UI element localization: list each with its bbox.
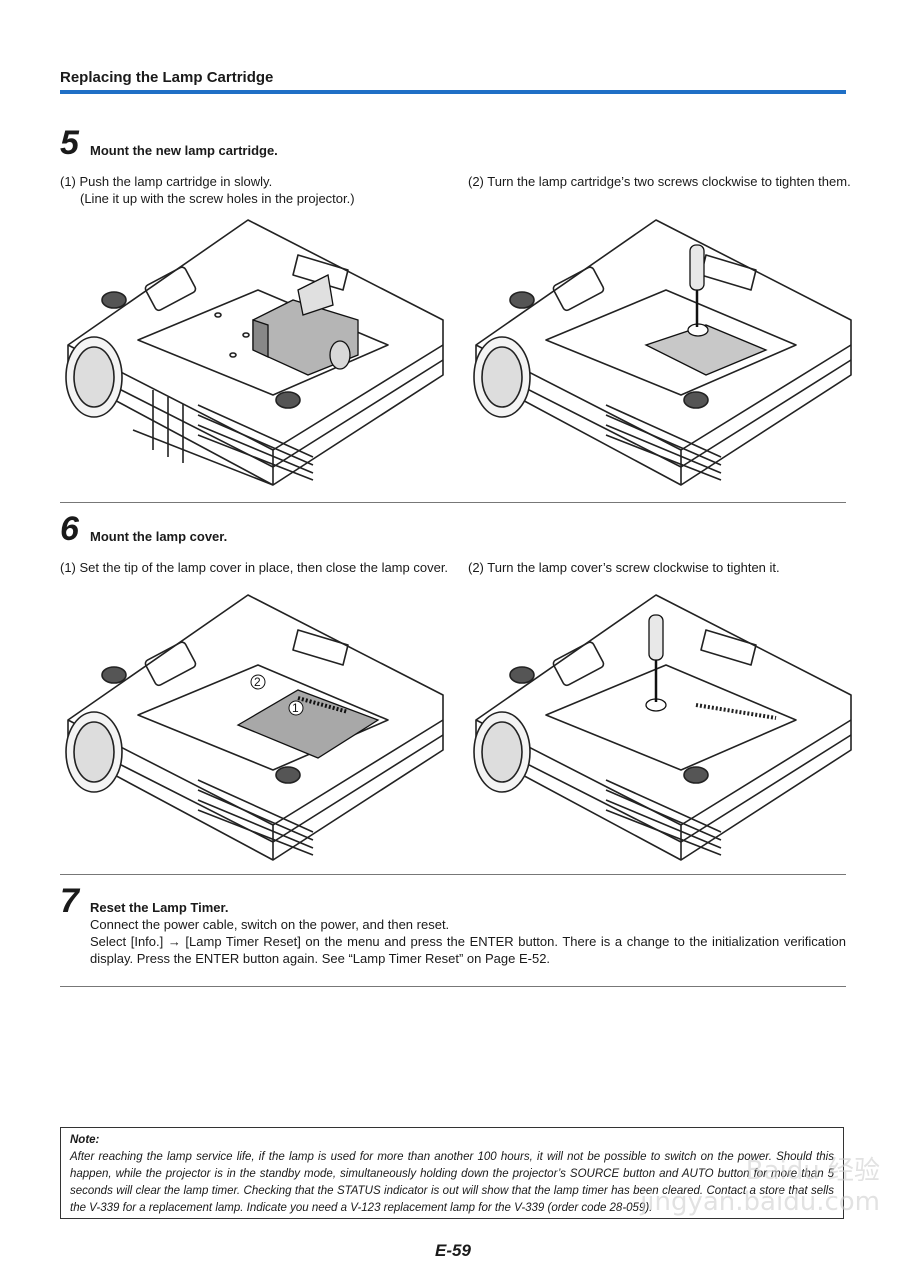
step-6-right-instruction: (2) Turn the lamp cover’s screw clockwis… xyxy=(468,560,780,575)
projector-cartridge-insert-illustration xyxy=(65,219,444,486)
step-6-left-instruction: (1) Set the tip of the lamp cover in pla… xyxy=(60,560,449,575)
page-number: E-59 xyxy=(435,1241,471,1260)
callout-2: 2 xyxy=(254,675,261,689)
note-text: After reaching the lamp service life, if… xyxy=(70,1151,834,1214)
watermark: Baidu 经验 jingyan.baidu.com xyxy=(640,1156,880,1217)
step-7-number: 7 xyxy=(60,882,79,920)
page-header-title: Replacing the Lamp Cartridge xyxy=(60,69,274,86)
projector-cartridge-screw-illustration xyxy=(473,219,852,486)
section-divider xyxy=(60,874,846,875)
step-7-title: Reset the Lamp Timer. xyxy=(90,900,229,915)
step-6-number: 6 xyxy=(60,510,79,548)
section-divider xyxy=(60,502,846,503)
step-6-title: Mount the lamp cover. xyxy=(90,529,228,544)
header-rule xyxy=(60,90,846,94)
step-5-number: 5 xyxy=(60,124,79,162)
step-5-title: Mount the new lamp cartridge. xyxy=(90,143,278,158)
step-5-left-line1: (1) Push the lamp cartridge in slowly. xyxy=(60,174,273,189)
note-label: Note: xyxy=(70,1134,100,1146)
projector-cover-screw-illustration xyxy=(473,594,852,861)
step-5-left-instruction: (1) Push the lamp cartridge in slowly. (… xyxy=(60,173,450,207)
step-5-left-line2: (Line it up with the screw holes in the … xyxy=(80,191,355,206)
step-7-body: Connect the power cable, switch on the p… xyxy=(90,916,846,967)
step-5-right-instruction: (2) Turn the lamp cartridge’s two screws… xyxy=(468,174,851,189)
projector-cover-place-illustration: 2 1 xyxy=(65,594,444,861)
step-7-line1: Connect the power cable, switch on the p… xyxy=(90,917,450,932)
note-box: Note: After reaching the lamp service li… xyxy=(60,1127,844,1219)
step-7-line2: Select [Info.] → [Lamp Timer Reset] on t… xyxy=(90,934,846,966)
section-divider xyxy=(60,986,846,987)
callout-1: 1 xyxy=(292,701,299,715)
